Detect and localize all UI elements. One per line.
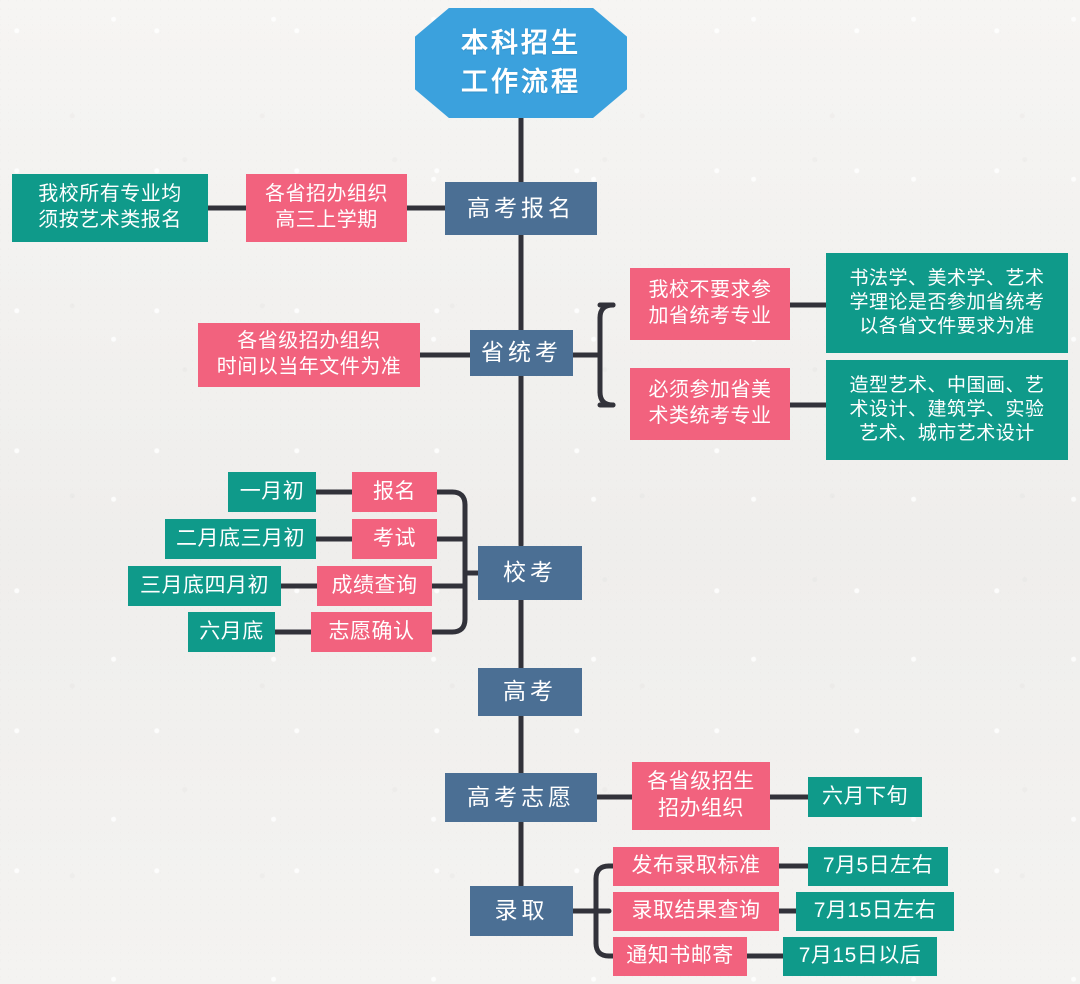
time-label: 三月底四月初	[140, 573, 269, 597]
time-label: 二月底三月初	[176, 526, 305, 550]
stage-gaokao-zhiyuan[interactable]: 高考志愿	[445, 773, 597, 822]
line-tongkao-bracket-corner-top	[597, 302, 616, 321]
branch-buyaoqiu[interactable]: 我校不要求参 加省统考专业	[630, 268, 790, 340]
stage-baoming[interactable]: 高考报名	[445, 182, 597, 235]
detail-line: 学理论是否参加省统考	[849, 291, 1045, 313]
stage-gaokao[interactable]: 高考	[478, 668, 582, 716]
title-line-2: 工作流程	[461, 67, 581, 97]
luqu-step-3[interactable]: 通知书邮寄	[613, 937, 747, 976]
note-zhaoban-gaosan[interactable]: 各省招办组织 高三上学期	[246, 174, 407, 242]
time-label: 7月15日左右	[813, 899, 937, 923]
chain-shengji-zhaosheng[interactable]: 各省级招生 招办组织	[632, 762, 770, 830]
step-label: 发布录取标准	[631, 854, 761, 878]
stage-label: 高考报名	[467, 194, 575, 221]
step-label: 考试	[373, 526, 416, 550]
note-line: 须按艺术类报名	[38, 209, 182, 231]
time-label: 一月初	[239, 479, 305, 503]
detail-line: 艺术、城市艺术设计	[859, 423, 1035, 445]
branch-line: 术类统考专业	[648, 405, 772, 427]
branch-line: 我校不要求参	[648, 279, 772, 302]
line-xiaokao-corner-1	[449, 489, 468, 508]
xiaokao-step-3[interactable]: 成绩查询	[317, 566, 432, 606]
stage-luqu[interactable]: 录取	[470, 886, 573, 936]
line-luqu-corner-top	[593, 863, 612, 882]
stage-label: 高考志愿	[467, 783, 575, 810]
diagram-title: 本科招生 工作流程	[415, 8, 627, 118]
title-line-1: 本科招生	[461, 27, 581, 58]
chain-liuyue-xiaxun[interactable]: 六月下旬	[808, 777, 922, 817]
note-line: 高三上学期	[275, 209, 378, 231]
stage-xiaokao[interactable]: 校考	[478, 546, 582, 600]
note-line: 我校所有专业均	[38, 183, 182, 206]
luqu-date-3[interactable]: 7月15日以后	[783, 937, 937, 976]
note-line: 各省招办组织	[265, 183, 388, 206]
chain-line: 各省级招生	[647, 770, 755, 794]
detail-line: 术设计、建筑学、实验	[849, 398, 1045, 420]
chain-line: 六月下旬	[822, 784, 908, 808]
stage-label: 录取	[494, 897, 549, 924]
detail-line: 以各省文件要求为准	[859, 316, 1035, 338]
note-yishulei-baoming[interactable]: 我校所有专业均 须按艺术类报名	[12, 174, 208, 242]
step-label: 通知书邮寄	[626, 944, 734, 968]
line-xiaokao-corner-4	[449, 616, 468, 635]
time-label: 7月5日左右	[822, 854, 934, 878]
xiaokao-step-2[interactable]: 考试	[352, 519, 437, 559]
detail-buyaoqiu[interactable]: 书法学、美术学、艺术 学理论是否参加省统考 以各省文件要求为准	[826, 253, 1068, 353]
step-label: 录取结果查询	[631, 899, 761, 923]
detail-bixucanjia[interactable]: 造型艺术、中国画、艺 术设计、建筑学、实验 艺术、城市艺术设计	[826, 360, 1068, 460]
branch-line: 必须参加省美	[648, 379, 772, 402]
detail-line: 书法学、美术学、艺术	[849, 267, 1045, 289]
luqu-step-2[interactable]: 录取结果查询	[613, 892, 779, 931]
stage-label: 校考	[503, 559, 557, 586]
xiaokao-time-4[interactable]: 六月底	[188, 612, 275, 652]
luqu-date-2[interactable]: 7月15日左右	[796, 892, 954, 931]
stage-label: 省统考	[481, 339, 562, 366]
stage-shengtongkao[interactable]: 省统考	[470, 330, 573, 376]
time-label: 六月底	[199, 619, 264, 643]
note-shengji-zhaoban[interactable]: 各省级招办组织 时间以当年文件为准	[198, 323, 420, 387]
step-label: 报名	[373, 479, 416, 503]
luqu-date-1[interactable]: 7月5日左右	[808, 847, 948, 886]
step-label: 志愿确认	[328, 619, 415, 643]
luqu-step-1[interactable]: 发布录取标准	[613, 847, 779, 886]
xiaokao-time-1[interactable]: 一月初	[228, 472, 316, 512]
xiaokao-time-3[interactable]: 三月底四月初	[128, 566, 281, 606]
step-label: 成绩查询	[331, 573, 418, 597]
time-label: 7月15日以后	[798, 944, 922, 968]
line-luqu-corner-bot	[593, 940, 612, 959]
xiaokao-step-4[interactable]: 志愿确认	[311, 612, 432, 652]
xiaokao-step-1[interactable]: 报名	[352, 472, 437, 512]
line-tongkao-bracket-corner-bot	[597, 389, 616, 408]
note-line: 各省级招办组织	[237, 330, 381, 353]
stage-label: 高考	[503, 678, 557, 705]
detail-line: 造型艺术、中国画、艺	[849, 374, 1045, 396]
branch-line: 加省统考专业	[648, 305, 772, 327]
chain-line: 招办组织	[658, 797, 744, 820]
note-line: 时间以当年文件为准	[216, 356, 402, 378]
branch-bixucanjia[interactable]: 必须参加省美 术类统考专业	[630, 368, 790, 440]
xiaokao-time-2[interactable]: 二月底三月初	[165, 519, 316, 559]
